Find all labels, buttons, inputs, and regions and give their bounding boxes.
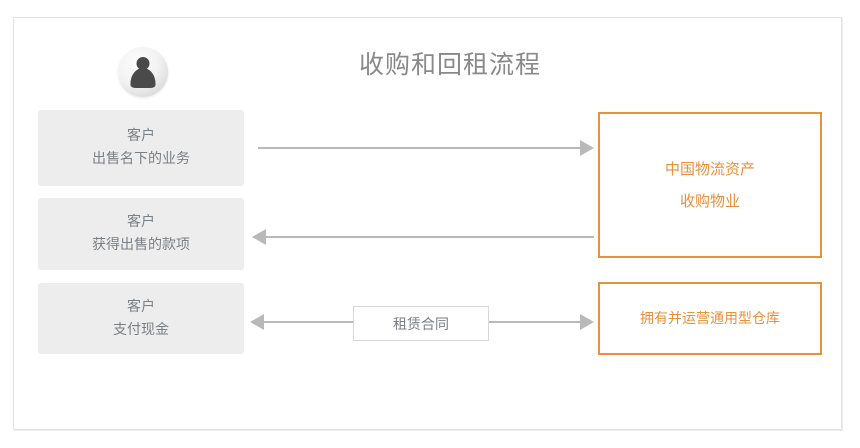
avatar-head-shape	[136, 57, 150, 70]
person-avatar-icon	[118, 47, 168, 97]
warehouse-box-line1: 拥有并运营通用型仓库	[640, 310, 780, 327]
clp-box-line1: 中国物流资产	[664, 160, 755, 178]
clp-acquire-property-box: 中国物流资产 收购物业	[598, 112, 822, 258]
customer-box-2-line2: 获得出售的款项	[92, 237, 190, 253]
customer-box-3-line1: 客户	[127, 298, 155, 315]
customer-box-1-line2: 出售名下的业务	[92, 151, 190, 167]
lease-contract-label: 租赁合同	[353, 306, 489, 341]
arrow-left-icon	[252, 226, 594, 248]
customer-box-sell-business: 客户 出售名下的业务	[38, 110, 244, 186]
own-operate-warehouse-box: 拥有并运营通用型仓库	[598, 282, 822, 355]
arrow-right-icon	[258, 137, 594, 159]
customer-box-3-line2: 支付现金	[113, 321, 169, 338]
customer-box-pay-cash: 客户 支付现金	[38, 283, 244, 354]
clp-box-line2: 收购物业	[679, 192, 740, 210]
customer-box-1-line1: 客户	[127, 128, 155, 144]
customer-box-2-line1: 客户	[127, 214, 155, 230]
customer-box-receive-payment: 客户 获得出售的款项	[38, 198, 244, 270]
page-title: 收购和回租流程	[358, 50, 541, 79]
avatar-body-shape	[130, 68, 156, 88]
